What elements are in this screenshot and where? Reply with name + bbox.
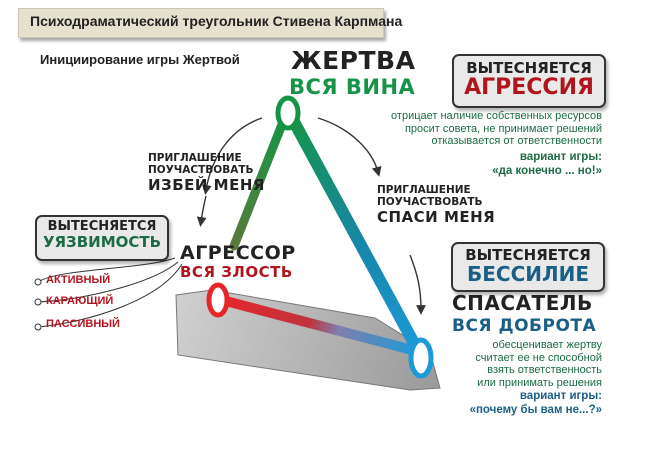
- rescuer-displaced-prefix: ВЫТЕСНЯЕТСЯ: [465, 246, 591, 264]
- arrow-right-invitation: [317, 117, 382, 177]
- page-subtitle: Инициирование игры Жертвой: [40, 52, 240, 67]
- rescuer-name: СПАСАТЕЛЬ: [452, 291, 593, 315]
- aggressor-name: АГРЕССОР: [180, 242, 296, 264]
- victim-displaced-prefix: ВЫТЕСНЯЕТСЯ: [466, 59, 592, 77]
- victim-game: вариант игры: «да конечно ... но!»: [492, 150, 602, 178]
- aggressor-kind-1: АКТИВНЫЙ: [46, 274, 111, 286]
- invitation-left-action: ИЗБЕЙ МЕНЯ: [148, 176, 265, 194]
- victim-desc-line-3: отказывается от ответственности: [431, 135, 602, 147]
- rescuer-displaced: БЕССИЛИЕ: [466, 262, 589, 286]
- invitation-left: ПРИГЛАШЕНИЕ ПОУЧАСТВОВАТЬ ИЗБЕЙ МЕНЯ: [148, 152, 265, 194]
- connector-kind-2: [37, 261, 179, 303]
- victim-node: [275, 95, 301, 131]
- victim-trait: ВСЯ ВИНА: [289, 75, 416, 99]
- invitation-right-line2: ПОУЧАСТВОВАТЬ: [377, 196, 483, 208]
- edge-victim-aggressor: [229, 117, 288, 251]
- rescuer-game: вариант игры: «почему бы вам не...?»: [470, 389, 602, 417]
- connector-kind-3: [37, 263, 183, 328]
- victim-game-phrase: «да конечно ... но!»: [492, 165, 602, 177]
- aggressor-kind-3: ПАССИВНЫЙ: [46, 318, 120, 330]
- victim-displaced: АГРЕССИЯ: [464, 75, 594, 100]
- edge-aggressor-rescuer: [217, 295, 417, 355]
- rescuer-desc-line-2: считает ее не способной: [475, 351, 602, 364]
- rescuer-node: [408, 337, 434, 379]
- rescuer-desc-line-3: взять ответственность: [487, 364, 602, 376]
- invitation-left-line1: ПРИГЛАШЕНИЕ: [148, 152, 242, 164]
- arrow-left-invitation-lower: [196, 195, 207, 227]
- rescuer-description: обесценивает жертву считает ее не способ…: [475, 339, 602, 389]
- invitation-right-action: СПАСИ МЕНЯ: [377, 208, 496, 226]
- shadow-plane: [175, 289, 441, 391]
- kind-dot-2: [34, 298, 42, 306]
- arrow-right-invitation-lower: [409, 254, 426, 315]
- arrow-left-invitation: [202, 117, 263, 195]
- kind-dot-3: [34, 323, 42, 331]
- victim-desc-line-2: просит совета, не принимает решений: [404, 122, 602, 135]
- aggressor-displaced-prefix: ВЫТЕСНЯЕТСЯ: [47, 219, 157, 234]
- rescuer-desc-line-4: или принимать решения: [477, 376, 602, 389]
- rescuer-game-phrase: «почему бы вам не...?»: [469, 404, 602, 416]
- edge-victim-rescuer: [287, 114, 421, 351]
- victim-desc-line-1: отрицает наличие собственных ресурсов: [391, 110, 602, 122]
- victim-description: отрицает наличие собственных ресурсов пр…: [391, 110, 602, 148]
- rescuer-desc-line-1: обесценивает жертву: [492, 339, 602, 351]
- connector-kind-1: [37, 257, 176, 283]
- rescuer-game-label: вариант игры:: [519, 390, 602, 402]
- rescuer-trait: ВСЯ ДОБРОТА: [452, 316, 597, 336]
- aggressor-kind-2: КАРАЮЩИЙ: [46, 295, 114, 307]
- victim-name: ЖЕРТВА: [291, 46, 416, 75]
- title-box: [18, 8, 384, 38]
- invitation-right-line1: ПРИГЛАШЕНИЕ: [377, 184, 471, 196]
- rescuer-displaced-box: ВЫТЕСНЯЕТСЯ БЕССИЛИЕ: [451, 242, 605, 292]
- victim-game-label: вариант игры:: [519, 151, 602, 163]
- victim-displaced-box: ВЫТЕСНЯЕТСЯ АГРЕССИЯ: [452, 54, 606, 108]
- invitation-left-line2: ПОУЧАСТВОВАТЬ: [148, 164, 254, 176]
- page-title: Психодраматический треугольник Стивена К…: [30, 13, 403, 29]
- invitation-right: ПРИГЛАШЕНИЕ ПОУЧАСТВОВАТЬ СПАСИ МЕНЯ: [377, 184, 495, 226]
- kind-dot-1: [34, 278, 42, 286]
- aggressor-node: [206, 282, 230, 318]
- aggressor-displaced-box: ВЫТЕСНЯЕТСЯ УЯЗВИМОСТЬ: [35, 215, 169, 261]
- aggressor-trait: ВСЯ ЗЛОСТЬ: [180, 263, 293, 281]
- aggressor-displaced: УЯЗВИМОСТЬ: [42, 233, 162, 251]
